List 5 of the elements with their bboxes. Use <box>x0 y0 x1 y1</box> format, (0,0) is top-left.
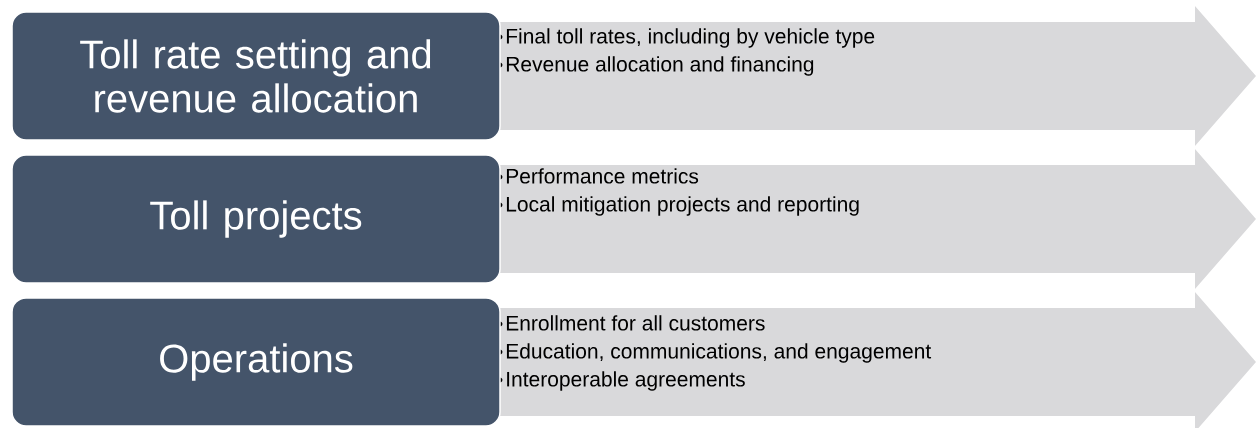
arrow-band: Performance metrics Local mitigation projects and reporting <box>470 149 1256 289</box>
title-box: Toll projects <box>11 154 501 284</box>
arrow-band: Final toll rates, including by vehicle type Revenue allocation and financing <box>470 6 1256 146</box>
title-box: Toll rate setting and revenue allocation <box>11 11 501 141</box>
title-box: Operations <box>11 297 501 427</box>
